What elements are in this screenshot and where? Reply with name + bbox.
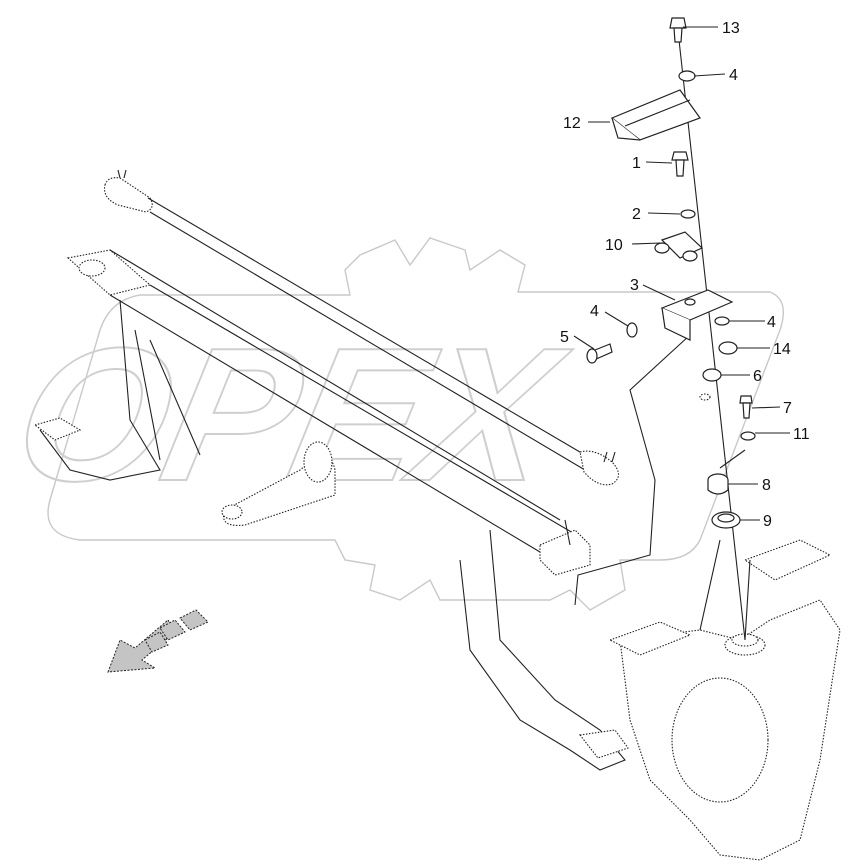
axle-lower-pad	[578, 729, 629, 759]
knuckle-housing	[608, 539, 841, 861]
callout-4-left: 4	[590, 303, 599, 320]
part-11-washer	[740, 431, 756, 441]
callout-5: 5	[560, 329, 569, 346]
tie-rod-right-ball-joint	[579, 450, 620, 486]
knuckle-top-plate	[743, 539, 832, 581]
callout-12: 12	[563, 115, 581, 132]
callout-8: 8	[762, 477, 771, 494]
callout-1: 1	[632, 155, 641, 172]
axle-beam-left-end	[66, 249, 152, 296]
tie-rod	[103, 169, 620, 486]
callout-13: 13	[722, 20, 740, 37]
callout-7: 7	[783, 400, 792, 417]
part-12-cover	[610, 89, 701, 141]
part-14-nut	[718, 341, 738, 355]
tie-rod-left-ball-joint	[103, 177, 153, 213]
part-3-bracket	[660, 289, 734, 341]
part-10-sensor	[654, 231, 704, 262]
part-4-washer-top	[678, 70, 696, 82]
callout-labels: 13 4 12 1 2 10 3 4 4 5 14 6 7 11 8 9	[560, 20, 810, 530]
leader-lines	[573, 26, 790, 521]
callout-14: 14	[773, 341, 791, 358]
knuckle-left-plate	[608, 621, 692, 656]
part-6-nut	[702, 368, 722, 382]
assembly-axis-lines	[564, 39, 746, 641]
axle-right-block	[539, 529, 591, 576]
callout-2: 2	[632, 206, 641, 223]
callout-3: 3	[630, 277, 639, 294]
callout-6: 6	[753, 368, 762, 385]
forward-direction-arrow-icon	[107, 609, 209, 673]
part-5-bolt	[586, 343, 613, 364]
callout-4-right: 4	[767, 314, 776, 331]
callout-9: 9	[763, 513, 772, 530]
axle-beam	[33, 249, 629, 771]
callout-10: 10	[605, 237, 623, 254]
part-9-ring	[711, 511, 741, 529]
part-4-washer-right	[714, 316, 730, 326]
part-2-washer	[680, 209, 696, 219]
part-13-bolt	[669, 17, 687, 43]
part-7-screw	[739, 395, 753, 419]
knuckle-bore	[671, 677, 769, 803]
watermark-logo: OPEX	[0, 237, 784, 611]
part-8-bushing	[707, 473, 729, 495]
part-4-washer-left	[626, 322, 638, 338]
callout-4-top: 4	[729, 67, 738, 84]
part-1-screw	[671, 151, 689, 177]
axle-left-pad	[33, 417, 82, 441]
watermark-gear	[47, 237, 784, 611]
callout-11: 11	[793, 426, 810, 443]
part-6-washer-small	[699, 393, 711, 401]
